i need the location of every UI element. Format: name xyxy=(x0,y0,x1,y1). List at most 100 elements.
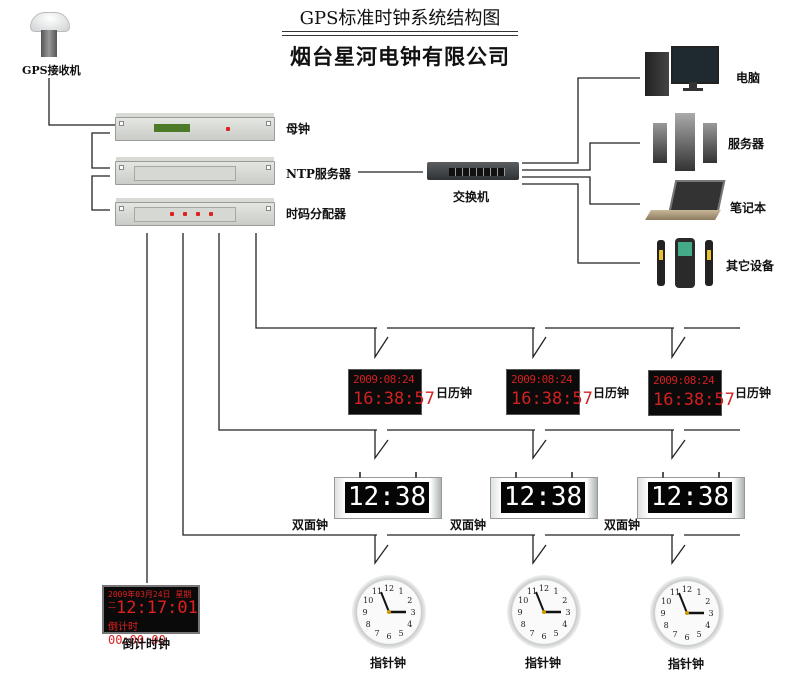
calendar-clock-label: 日历钟 xyxy=(436,386,473,400)
calendar-clock-label: 日历钟 xyxy=(593,386,630,400)
calendar-clock-time: 16:38:57 xyxy=(353,389,435,409)
calendar-clock-time: 16:38:57 xyxy=(511,389,593,409)
analog-feed-line xyxy=(182,233,740,536)
calendar-clock-display: 2009:08:24 16:38:57 xyxy=(648,370,735,416)
time-code-distributor-label: 时码分配器 xyxy=(286,207,347,221)
calendar-feed-line xyxy=(255,233,740,329)
svg-text:7: 7 xyxy=(672,630,677,639)
svg-text:2: 2 xyxy=(562,596,567,605)
svg-text:7: 7 xyxy=(529,629,534,638)
master-ntp-bracket xyxy=(91,132,110,169)
double-sided-clock-label: 双面钟 xyxy=(292,518,329,532)
double-sided-clock-label: 双面钟 xyxy=(450,518,487,532)
calendar-clock-display: 2009:08:24 16:38:57 xyxy=(348,369,435,415)
svg-text:5: 5 xyxy=(398,629,403,638)
double-sided-clock-display: 12:38 xyxy=(490,472,598,519)
switch-label: 交换机 xyxy=(453,190,490,204)
svg-text:2: 2 xyxy=(407,596,412,605)
master-clock-lcd xyxy=(154,124,190,132)
server-tower-icon xyxy=(653,113,717,171)
double-sided-clock-label: 双面钟 xyxy=(604,518,641,532)
svg-text:6: 6 xyxy=(684,633,689,642)
svg-text:5: 5 xyxy=(696,630,701,639)
double-feed-line xyxy=(218,233,740,431)
svg-text:10: 10 xyxy=(363,596,373,605)
switch-to-laptop-line xyxy=(522,176,640,205)
analog-drop-1 xyxy=(374,535,389,566)
double-sided-clock-time: 12:38 xyxy=(345,482,429,513)
master-clock-label: 母钟 xyxy=(286,122,311,136)
laptop-label: 笔记本 xyxy=(730,201,767,215)
calendar-drop-2 xyxy=(532,328,547,360)
double-sided-clock-display: 12:38 xyxy=(334,472,442,519)
company-name: 烟台星河电钟有限公司 xyxy=(290,44,510,69)
gps-to-master-line xyxy=(48,78,115,126)
calendar-drop-1 xyxy=(374,328,389,360)
svg-text:9: 9 xyxy=(660,609,665,618)
title-rule xyxy=(282,35,518,36)
svg-text:12: 12 xyxy=(539,584,549,593)
calendar-drop-3 xyxy=(671,328,686,360)
svg-text:12: 12 xyxy=(682,585,692,594)
double-sided-clock-display: 12:38 xyxy=(637,472,745,519)
analog-clock-label: 指针钟 xyxy=(668,657,705,671)
analog-clock-label: 指针钟 xyxy=(525,656,562,670)
svg-text:5: 5 xyxy=(553,629,558,638)
double-drop-1 xyxy=(374,430,389,461)
calendar-clock-date: 2009:08:24 xyxy=(511,373,573,386)
time-code-distributor-unit xyxy=(115,202,275,226)
svg-text:12: 12 xyxy=(384,584,394,593)
other-devices-label: 其它设备 xyxy=(726,259,775,273)
svg-text:3: 3 xyxy=(410,608,415,617)
switch-to-server-line xyxy=(522,142,640,171)
svg-text:7: 7 xyxy=(374,629,379,638)
gps-antenna-icon xyxy=(30,12,70,58)
svg-text:11: 11 xyxy=(372,587,382,596)
desktop-computer-icon xyxy=(645,46,719,96)
calendar-clock-display: 2009:08:24 16:38:57 xyxy=(506,369,593,415)
master-clock-unit xyxy=(115,117,275,141)
ntp-server-label: NTP服务器 xyxy=(286,167,351,181)
server-label: 服务器 xyxy=(728,137,765,151)
countdown-clock-display: 2009年03月24日 星期二 12:17:01 倒计时 00:00:00 xyxy=(102,585,200,647)
svg-text:8: 8 xyxy=(521,620,526,629)
calendar-clock-label: 日历钟 xyxy=(735,386,772,400)
double-sided-clock-time: 12:38 xyxy=(501,482,585,513)
switch-to-other-line xyxy=(522,183,640,264)
network-switch-icon xyxy=(427,162,519,180)
calendar-clock-date: 2009:08:24 xyxy=(653,374,715,387)
calendar-clock-date: 2009:08:24 xyxy=(353,373,415,386)
svg-text:9: 9 xyxy=(517,608,522,617)
svg-text:6: 6 xyxy=(541,632,546,641)
countdown-value: 00:00:00 xyxy=(108,633,166,647)
svg-text:4: 4 xyxy=(705,621,710,630)
diagram-title: GPS标准时钟系统结构图 xyxy=(299,8,501,29)
svg-text:11: 11 xyxy=(527,587,537,596)
svg-text:8: 8 xyxy=(664,621,669,630)
svg-text:9: 9 xyxy=(362,608,367,617)
double-drop-2 xyxy=(532,430,547,461)
svg-text:3: 3 xyxy=(565,608,570,617)
svg-text:8: 8 xyxy=(366,620,371,629)
ntp-server-unit xyxy=(115,161,275,185)
switch-to-computer-line xyxy=(522,77,640,164)
svg-text:3: 3 xyxy=(708,609,713,618)
computer-label: 电脑 xyxy=(736,71,761,85)
title-rule xyxy=(282,31,518,32)
ntp-distributor-bracket xyxy=(91,175,110,211)
svg-text:6: 6 xyxy=(386,632,391,641)
calendar-clock-time: 16:38:57 xyxy=(653,390,735,410)
svg-text:10: 10 xyxy=(518,596,528,605)
svg-text:10: 10 xyxy=(661,597,671,606)
double-drop-3 xyxy=(671,430,686,461)
svg-text:11: 11 xyxy=(670,588,680,597)
svg-text:1: 1 xyxy=(553,587,558,596)
svg-text:2: 2 xyxy=(705,597,710,606)
svg-text:1: 1 xyxy=(696,588,701,597)
countdown-clock-label: 倒计时钟 xyxy=(122,637,171,651)
svg-text:1: 1 xyxy=(398,587,403,596)
gps-receiver-label: GPS接收机 xyxy=(22,64,81,77)
